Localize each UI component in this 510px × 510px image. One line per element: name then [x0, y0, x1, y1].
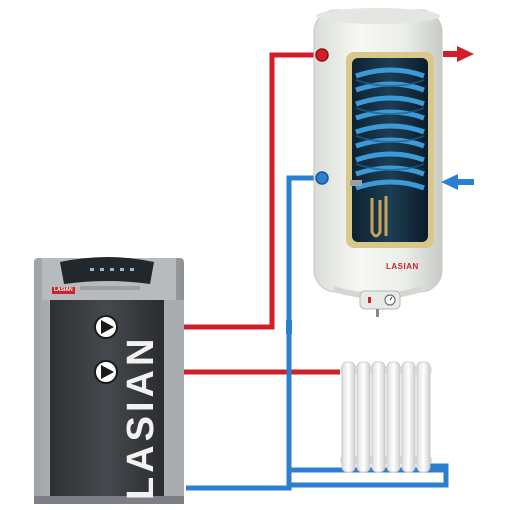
- water-heater-brand-logo: LASIAN: [386, 262, 419, 271]
- water-heater: [313, 8, 443, 317]
- tank-hot-port: [315, 48, 329, 62]
- heat-exchanger-coil: [355, 67, 425, 191]
- hot-pipe-tank-loop: [118, 52, 322, 330]
- boiler-brand-badge: LASIAN: [52, 287, 75, 294]
- tank-cold-port: [315, 171, 329, 185]
- boiler-brand-logo: LASIAN: [120, 334, 162, 500]
- boiler: [34, 257, 184, 504]
- radiator: [340, 361, 432, 473]
- pump-upper-icon: [94, 315, 118, 339]
- pump-lower-icon: [94, 360, 118, 384]
- arrow-right-icon: [443, 46, 474, 62]
- heating-element: [370, 196, 388, 238]
- arrow-left-icon: [441, 174, 474, 190]
- cold-pipe-return: [186, 175, 449, 491]
- cold-pipe-tee: [286, 320, 292, 334]
